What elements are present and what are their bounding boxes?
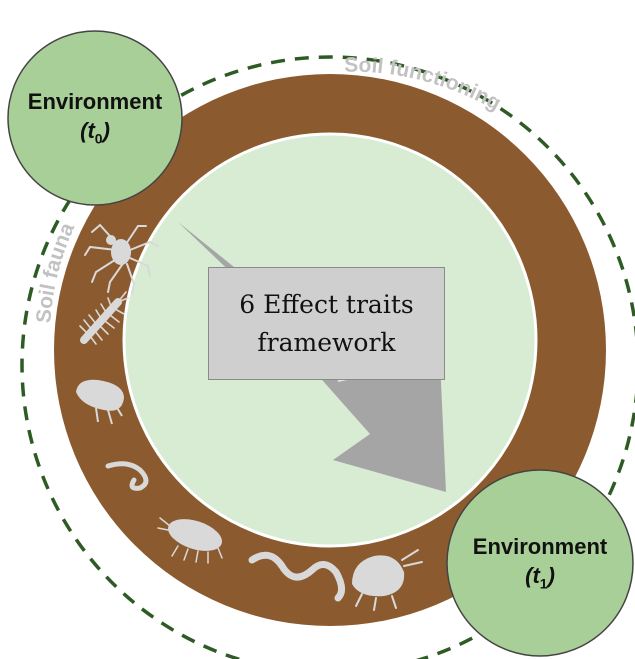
environment-end-circle (446, 469, 634, 657)
environment-start-time: (t0) (80, 118, 110, 147)
worm-icon (105, 461, 149, 491)
springtail-icon (352, 549, 423, 611)
environment-end-label: Environment (t1) (460, 533, 620, 598)
time-symbol: t (532, 563, 540, 588)
spider-icon (84, 223, 159, 295)
time-subscript: 0 (94, 130, 103, 147)
woodlouse-icon (157, 517, 223, 564)
environment-end-title: Environment (472, 534, 608, 559)
environment-start-circle (7, 30, 183, 206)
earthworm-icon (248, 551, 345, 602)
framework-title-line1: 6 Effect traits (239, 289, 414, 319)
time-symbol: t (87, 118, 95, 143)
time-subscript: 1 (539, 575, 548, 592)
effect-traits-framework-box: 6 Effect traits framework (208, 267, 445, 380)
environment-start-label: Environment (t0) (15, 88, 175, 153)
environment-start-title: Environment (27, 89, 163, 114)
environment-end-time: (t1) (525, 563, 555, 592)
centipede-icon (79, 291, 129, 345)
soil-functioning-ring (20, 55, 635, 659)
beetle-icon (76, 379, 124, 425)
framework-title-line2: framework (257, 327, 396, 357)
